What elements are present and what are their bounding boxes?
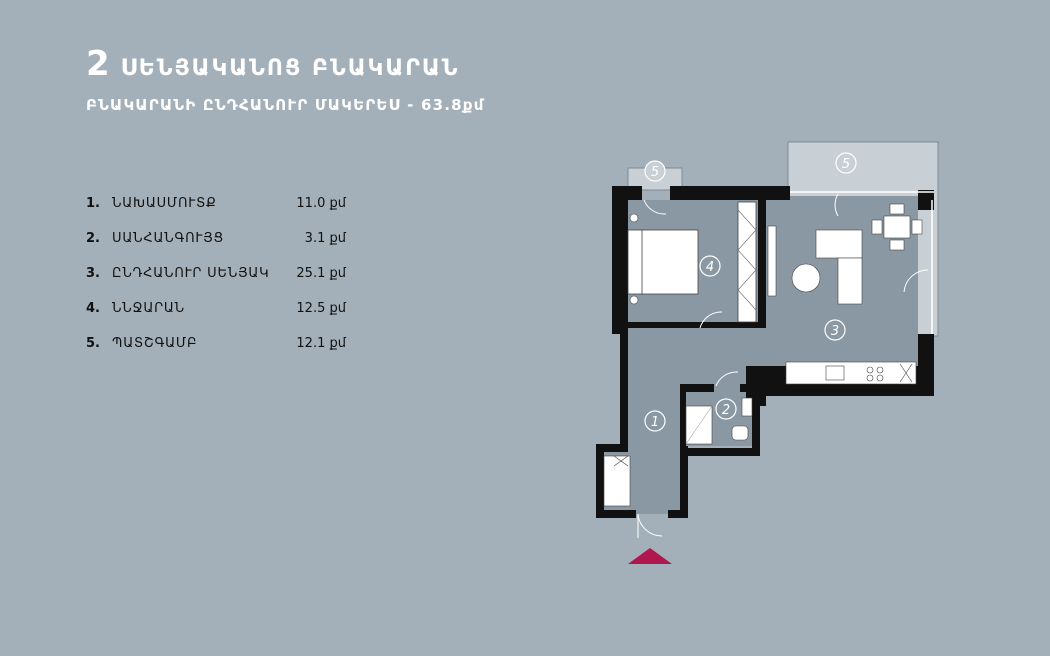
room-name: ՊԱՏՇԳԱՄԲ <box>112 336 198 351</box>
room-area: 12.5 քմ <box>296 301 346 316</box>
title-number: 2 <box>86 44 111 84</box>
closet-cross <box>613 455 629 467</box>
room-number: 4. <box>86 301 100 316</box>
title-text: ՍԵՆՅԱԿԱՆՈՑ ԲՆԱԿԱՐԱՆ <box>120 56 460 81</box>
room-row: 3. ԸՆԴՀԱՆՈՒՐ ՍԵՆՅԱԿ 25.1 քմ <box>86 256 346 291</box>
kitchen-appliances <box>825 363 913 383</box>
dining-table <box>871 203 923 251</box>
room-marker-3: 3 <box>824 319 846 341</box>
room-marker-1: 1 <box>644 410 666 432</box>
room-marker-label: 1 <box>651 415 659 430</box>
room-area: 11.0 քմ <box>296 196 346 211</box>
room-marker-label: 2 <box>722 403 730 418</box>
room-marker-label: 3 <box>831 324 839 339</box>
entrance-marker <box>628 548 672 564</box>
header: 2 ՍԵՆՅԱԿԱՆՈՑ ԲՆԱԿԱՐԱՆ ԲՆԱԿԱՐԱՆԻ ԸՆԴՀԱՆՈՒ… <box>86 44 485 114</box>
floor-plan: 1 2 3 4 5 5 <box>596 141 939 564</box>
room-name: ՆՆՋԱՐԱՆ <box>112 301 185 316</box>
room-marker-2: 2 <box>715 398 737 420</box>
room-row: 5. ՊԱՏՇԳԱՄԲ 12.1 քմ <box>86 326 346 361</box>
tv-unit <box>767 225 777 297</box>
room-marker-5-right: 5 <box>835 152 857 174</box>
page-subtitle: ԲՆԱԿԱՐԱՆԻ ԸՆԴՀԱՆՈՒՐ ՄԱԿԵՐԵՍ - 63.8քմ <box>86 96 485 114</box>
room-number: 2. <box>86 231 100 246</box>
room-list: 1. ՆԱԽԱՍՄՈՒՏՔ 11.0 քմ 2. ՍԱՆՀԱՆԳՈՒՅՑ 3.1… <box>86 186 346 361</box>
page-title: 2 ՍԵՆՅԱԿԱՆՈՑ ԲՆԱԿԱՐԱՆ <box>86 44 485 84</box>
room-number: 5. <box>86 336 100 351</box>
room-marker-label: 5 <box>842 157 850 172</box>
room-area: 3.1 քմ <box>304 231 346 246</box>
room-number: 1. <box>86 196 100 211</box>
door-swings <box>637 193 929 538</box>
room-marker-4: 4 <box>699 255 721 277</box>
room-row: 1. ՆԱԽԱՍՄՈՒՏՔ 11.0 քմ <box>86 186 346 221</box>
room-marker-label: 5 <box>651 165 659 180</box>
room-row: 4. ՆՆՋԱՐԱՆ 12.5 քմ <box>86 291 346 326</box>
room-name: ԸՆԴՀԱՆՈՒՐ ՍԵՆՅԱԿ <box>112 266 270 281</box>
coffee-table <box>791 263 821 293</box>
kitchen-counter <box>785 361 917 385</box>
room-area: 12.1 քմ <box>296 336 346 351</box>
room-number: 3. <box>86 266 100 281</box>
toilet <box>731 425 749 441</box>
room-marker-5-left: 5 <box>644 160 666 182</box>
room-marker-label: 4 <box>706 260 714 275</box>
sofa <box>815 229 863 305</box>
wardrobe-hatch <box>737 209 757 311</box>
room-area: 25.1 քմ <box>296 266 346 281</box>
sink <box>741 397 753 417</box>
room-name: ՆԱԽԱՍՄՈՒՏՔ <box>112 196 217 211</box>
bed <box>627 213 699 305</box>
wardrobe <box>737 201 757 323</box>
room-row: 2. ՍԱՆՀԱՆԳՈՒՅՑ 3.1 քմ <box>86 221 346 256</box>
shower-diagonal <box>685 405 713 445</box>
room-name: ՍԱՆՀԱՆԳՈՒՅՑ <box>112 231 224 246</box>
